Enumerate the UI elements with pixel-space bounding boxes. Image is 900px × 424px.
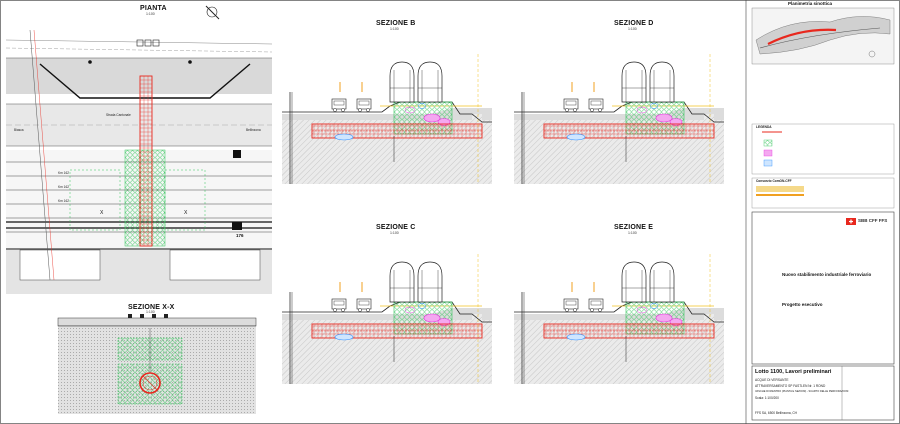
sezione-b-drawing (282, 54, 492, 184)
lotto-line-3: VASCHE DI RIENTRO (PIANTA E SEZIONI) - S… (755, 390, 849, 393)
lotto-line-2: ATTRAVERSAMENTO SP FASTLEN Nr. 1 ROND (755, 384, 826, 388)
planimetria-sinottica-map (751, 7, 895, 65)
project-title: Nuovo stabilimento industriale ferroviar… (782, 272, 872, 277)
lotto-title-block (751, 365, 895, 421)
svg-text:X: X (184, 210, 188, 216)
sezione-c-drawing (282, 254, 492, 384)
sbb-logo-text: SBB CFF FFS (858, 218, 888, 223)
pianta-road-label: Strada Cantonale (106, 113, 131, 117)
sbb-title-block (751, 211, 895, 365)
sezione-xx-title: SEZIONE X-X (128, 304, 175, 311)
sezione-e-title: SEZIONE E (614, 224, 654, 231)
lotto-title: Lotto 1100, Lavori preliminari (755, 369, 832, 375)
pianta-chainage-1: Km 162 (58, 171, 69, 175)
pianta-chainage-2: Km 162 (58, 185, 69, 189)
legend-title: LEGENDA (756, 125, 772, 129)
pianta-right-label: Bellinzona (246, 128, 261, 132)
sezione-c-scale: 1:100 (390, 231, 399, 235)
legend-consortium: Consorzio ComON-CFF (756, 179, 792, 183)
pianta-left-label: Biasca (14, 128, 24, 132)
sezione-d-drawing (514, 54, 724, 184)
pianta-marker: 176 (236, 233, 244, 238)
sezione-d-title: SEZIONE D (614, 20, 654, 27)
sezione-xx (57, 314, 257, 414)
legend-block (751, 123, 895, 209)
sezione-e-drawing (514, 254, 724, 384)
planimetria-title: Planimetria sinottica (788, 1, 833, 6)
sezione-b-scale: 1:100 (390, 27, 399, 31)
pianta-chainage-3: Km 162 (58, 199, 69, 203)
sezione-c-title: SEZIONE C (376, 224, 416, 231)
lotto-line-1: ACQUE DI VERSANTE (755, 378, 789, 382)
lotto-line-4: Scala: 1:100/200 (755, 396, 779, 400)
lotto-footer: FFS SA, 6500 Bellinzona, CH (755, 411, 797, 415)
svg-text:X: X (100, 210, 104, 216)
sezione-xx-scale: 1:100 (146, 310, 155, 314)
pianta-title: PIANTA (140, 5, 167, 12)
sezione-b-title: SEZIONE B (376, 20, 416, 27)
pianta-scale: 1:100 (146, 12, 155, 16)
project-subtitle: Progetto esecutivo (782, 302, 823, 307)
sezione-e-scale: 1:100 (628, 231, 637, 235)
sezione-d-scale: 1:100 (628, 27, 637, 31)
pianta-plan: X X (5, 5, 273, 294)
